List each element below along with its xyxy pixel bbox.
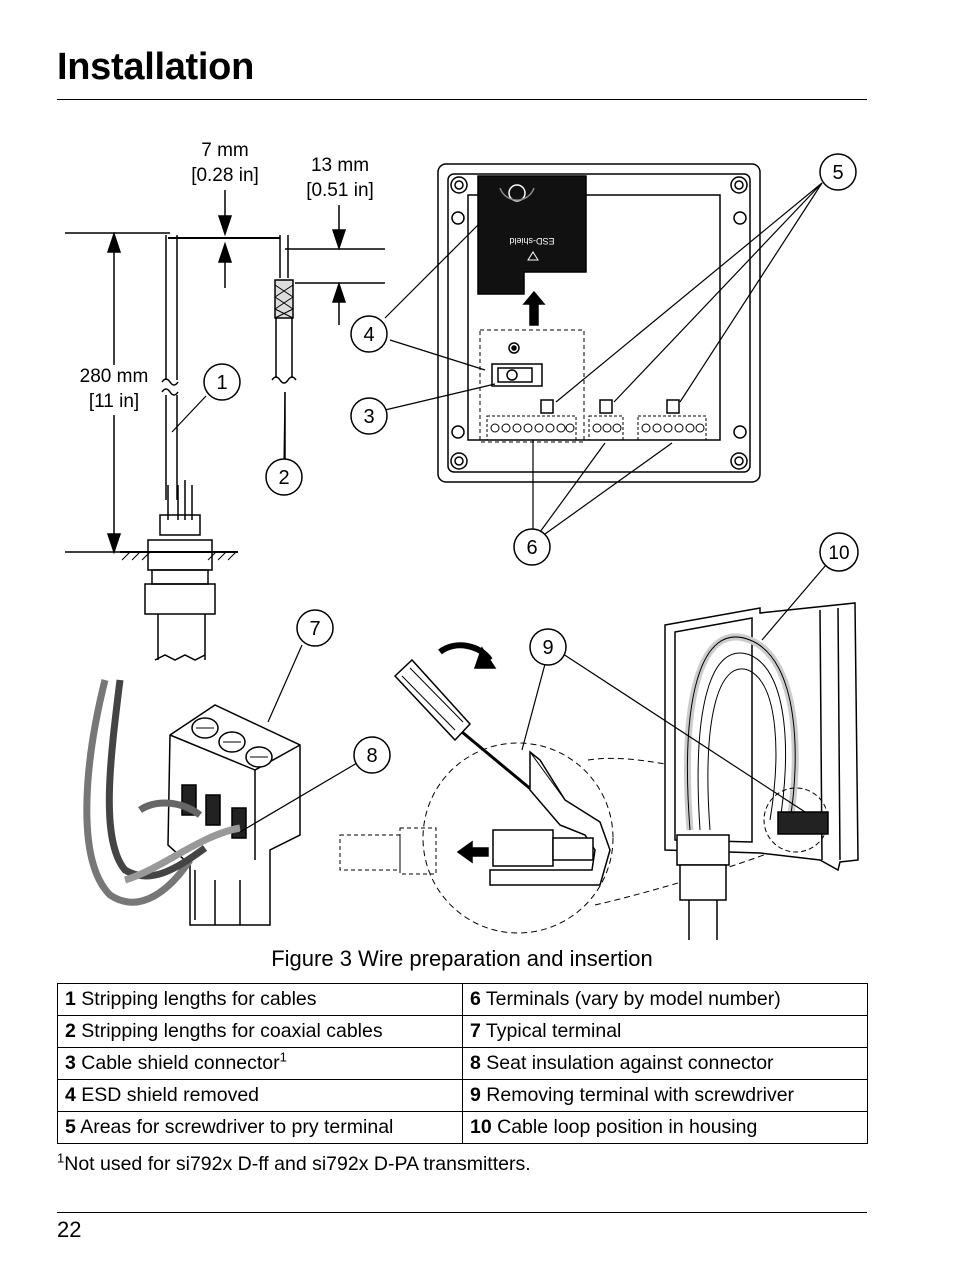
footer-rule [57, 1212, 867, 1213]
callout-9: 9 [529, 628, 567, 666]
length-280mm-in-text: [11 in] [89, 391, 139, 412]
housing-cable-loop-drawing [664, 602, 859, 940]
transmitter-housing: ESD-shield [437, 163, 761, 483]
cable-stripping-drawing [65, 190, 385, 661]
legend-row: 4 ESD shield removed 9 Removing terminal… [57, 1079, 868, 1112]
page-title: Installation [57, 46, 254, 88]
header-rule [57, 99, 867, 100]
legend-cell-left: 1 Stripping lengths for cables [57, 983, 463, 1016]
figure-caption: Figure 3 Wire preparation and insertion [271, 946, 653, 971]
legend-row: 1 Stripping lengths for cables 6 Termina… [57, 983, 868, 1016]
callout-5-text: 5 [832, 162, 843, 184]
esd-shield-label: ESD-shield [509, 236, 554, 246]
legend-text: Typical terminal [480, 1020, 622, 1042]
legend-number: 3 [65, 1052, 76, 1074]
footnote-mark: 1 [279, 1049, 287, 1065]
callout-3: 3 [350, 397, 388, 435]
footnote-text: Not used for si792x D-ff and si792x D-PA… [64, 1153, 531, 1175]
legend-cell-left: 3 Cable shield connector1 [57, 1047, 463, 1080]
callout-2-text: 2 [278, 467, 289, 489]
legend-text: Areas for screwdriver to pry terminal [75, 1116, 394, 1138]
strip-13mm-label: 13 mm [0.51 in] [306, 155, 374, 201]
callout-4-text: 4 [363, 324, 374, 346]
page-number: 22 [57, 1217, 82, 1242]
legend-cell-left: 4 ESD shield removed [57, 1079, 463, 1112]
callout-10-text: 10 [828, 543, 849, 564]
length-280mm-label: 280 mm [11 in] [80, 366, 149, 412]
screwdriver-removal-drawing [339, 642, 791, 934]
callout-1-text: 1 [216, 372, 227, 394]
legend-cell-left: 5 Areas for screwdriver to pry terminal [57, 1111, 463, 1144]
callout-5: 5 [819, 153, 857, 191]
callout-7: 7 [296, 609, 334, 647]
callout-6: 6 [513, 528, 551, 566]
strip-7mm-in-text: [0.28 in] [191, 165, 259, 186]
installation-figure: 7 mm [0.28 in] 13 mm [0.51 in] 280 mm [1… [0, 100, 954, 945]
footnote: 1Not used for si792x D-ff and si792x D-P… [57, 1150, 531, 1176]
strip-7mm-label: 7 mm [0.28 in] [191, 140, 259, 186]
legend-number: 4 [65, 1084, 76, 1106]
legend-text: Terminals (vary by model number) [480, 988, 781, 1010]
strip-13mm-in-text: [0.51 in] [306, 180, 374, 201]
legend-text: Removing terminal with screwdriver [480, 1084, 795, 1106]
legend-number: 10 [470, 1116, 492, 1138]
legend-cell-right: 10 Cable loop position in housing [462, 1111, 868, 1144]
legend-cell-right: 6 Terminals (vary by model number) [462, 983, 868, 1016]
callout-8-text: 8 [366, 745, 377, 767]
callout-leaders [171, 182, 827, 833]
legend-row: 3 Cable shield connector1 8 Seat insulat… [57, 1047, 868, 1080]
legend-cell-right: 7 Typical terminal [462, 1015, 868, 1048]
legend-number: 8 [470, 1052, 481, 1074]
legend-row: 2 Stripping lengths for coaxial cables 7… [57, 1015, 868, 1048]
legend-number: 6 [470, 988, 481, 1010]
callout-7-text: 7 [309, 618, 320, 640]
legend-text: Stripping lengths for cables [75, 988, 317, 1010]
callout-1: 1 [203, 363, 241, 401]
legend-number: 7 [470, 1020, 481, 1042]
length-280mm-text: 280 mm [80, 366, 149, 387]
legend-cell-right: 8 Seat insulation against connector [462, 1047, 868, 1080]
callout-9-text: 9 [542, 637, 553, 659]
legend-text: ESD shield removed [75, 1084, 260, 1106]
callout-10: 10 [819, 532, 859, 572]
legend-table: 1 Stripping lengths for cables 6 Termina… [57, 983, 868, 1144]
legend-cell-left: 2 Stripping lengths for coaxial cables [57, 1015, 463, 1048]
legend-row: 5 Areas for screwdriver to pry terminal … [57, 1111, 868, 1144]
callout-8: 8 [353, 736, 391, 774]
legend-text: Cable loop position in housing [491, 1116, 758, 1138]
legend-number: 5 [65, 1116, 76, 1138]
callout-4: 4 [350, 315, 388, 353]
callout-3-text: 3 [363, 406, 374, 428]
legend-number: 2 [65, 1020, 76, 1042]
legend-text: Seat insulation against connector [480, 1052, 774, 1074]
legend-cell-right: 9 Removing terminal with screwdriver [462, 1079, 868, 1112]
strip-7mm-text: 7 mm [201, 140, 249, 161]
legend-text: Stripping lengths for coaxial cables [75, 1020, 383, 1042]
legend-number: 9 [470, 1084, 481, 1106]
callout-6-text: 6 [526, 537, 537, 559]
legend-text: Cable shield connector [75, 1052, 280, 1074]
callout-2: 2 [265, 458, 303, 496]
terminal-block-drawing [83, 679, 301, 926]
legend-number: 1 [65, 988, 76, 1010]
footnote-mark: 1 [57, 1150, 65, 1166]
strip-13mm-text: 13 mm [311, 155, 369, 176]
